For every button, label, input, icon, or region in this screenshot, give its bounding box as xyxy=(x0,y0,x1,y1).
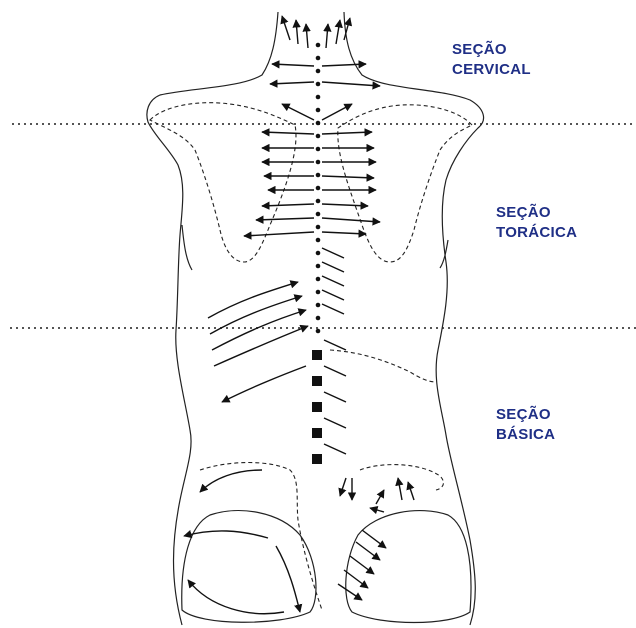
left-scapula-dashed xyxy=(150,103,296,262)
thoracic-label-line1: SEÇÃO xyxy=(496,203,577,223)
basic-section-label: SEÇÃO BÁSICA xyxy=(496,405,555,445)
lumbar-curved-arrows xyxy=(208,282,308,402)
cervical-label-line2: CERVICAL xyxy=(452,60,531,80)
cervical-arrows xyxy=(270,64,380,86)
cervical-label-line1: SEÇÃO xyxy=(452,40,531,60)
body-outline xyxy=(147,12,278,625)
gluteal-arrows xyxy=(184,470,414,614)
thoracic-label-line2: TORÁCICA xyxy=(496,223,577,243)
spine-tick-arrows xyxy=(322,248,346,454)
basic-label-line2: BÁSICA xyxy=(496,425,555,445)
flank-dashed xyxy=(330,350,436,382)
right-gluteal-dashed xyxy=(360,465,443,490)
right-scapula-dashed xyxy=(338,105,472,262)
left-arm-line xyxy=(182,225,192,270)
neck-arrows xyxy=(282,16,350,48)
thoracic-section-label: SEÇÃO TORÁCICA xyxy=(496,203,577,243)
spine-vertebrae xyxy=(316,43,321,334)
buttocks-outline xyxy=(182,511,316,623)
lumbar-markers xyxy=(312,350,322,464)
cervical-section-label: SEÇÃO CERVICAL xyxy=(452,40,531,80)
basic-label-line1: SEÇÃO xyxy=(496,405,555,425)
